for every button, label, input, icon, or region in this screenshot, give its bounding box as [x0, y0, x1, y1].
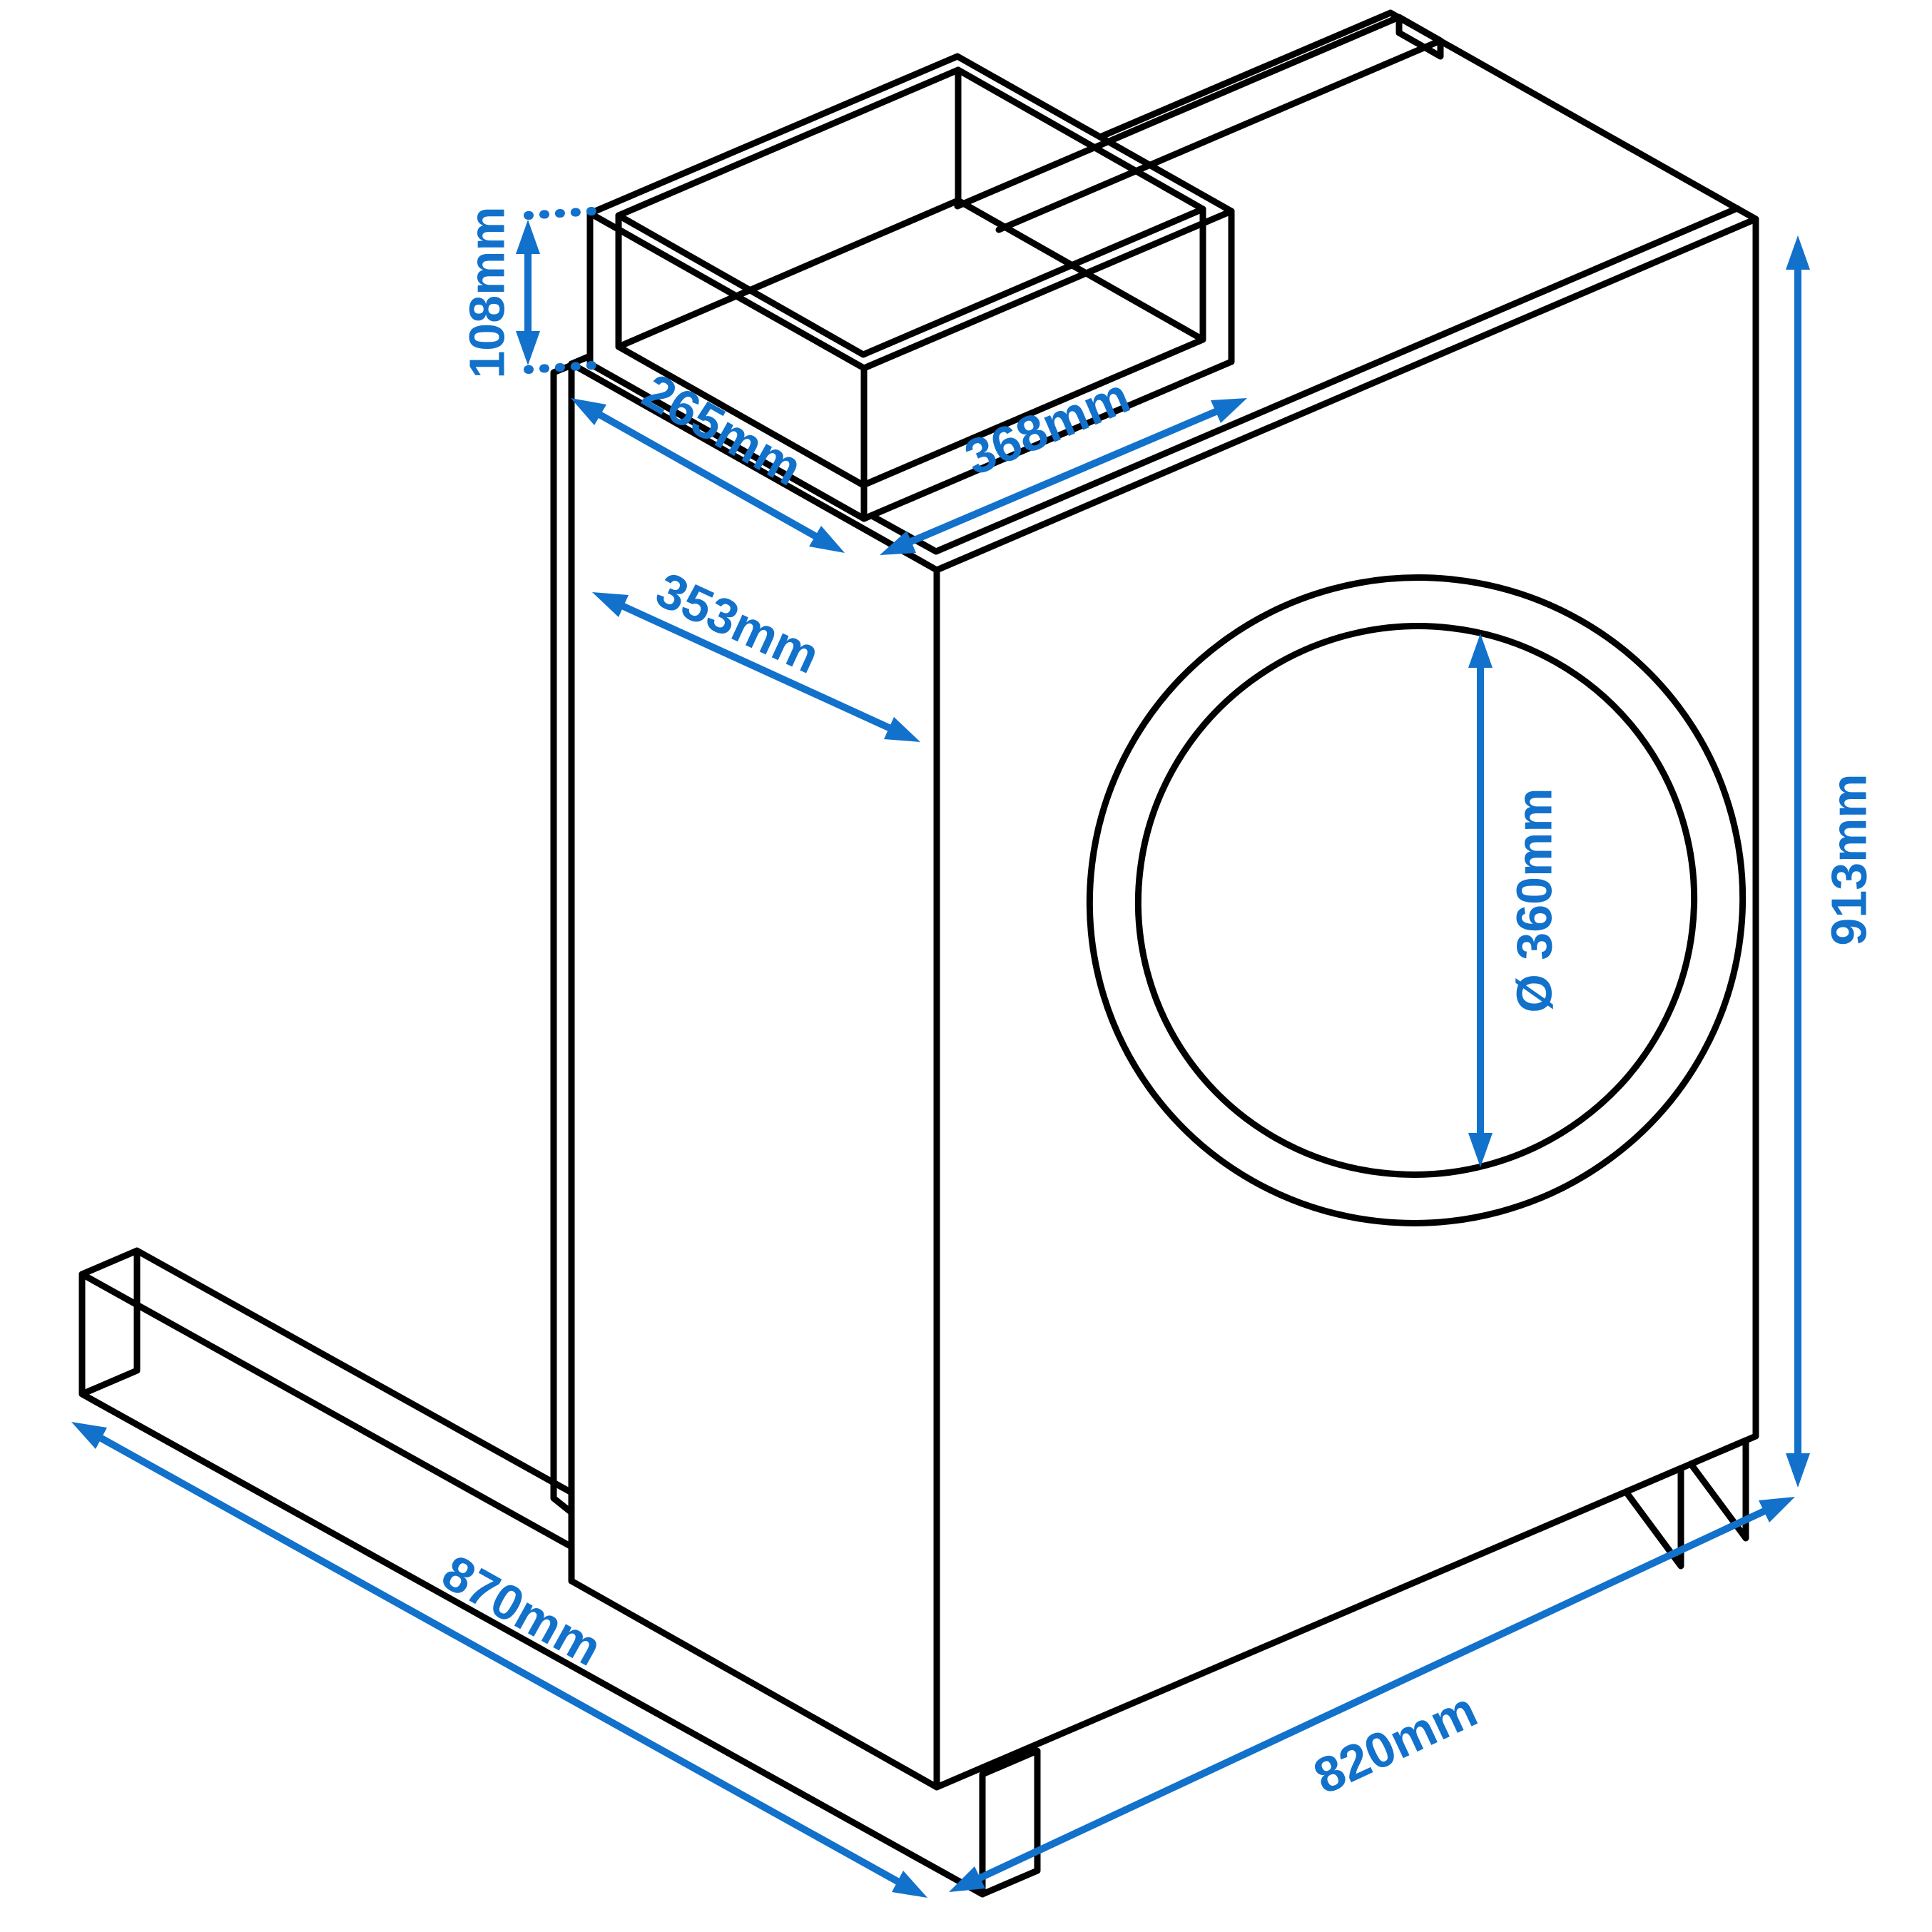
dimension-line: [620, 603, 893, 731]
left-skid-rail: [78, 1247, 986, 1898]
arrow-downleft-icon: [880, 531, 916, 555]
dimension-line: [977, 1508, 1768, 1881]
foot-bracket-1: [1622, 1465, 1684, 1570]
skid-rail-front-end: [979, 1747, 1041, 1898]
arrow-downright-icon: [892, 1871, 927, 1898]
dim-inlet-duct-depth: 265mm: [571, 363, 845, 553]
arrow-downright-icon: [809, 526, 845, 553]
dimension-line: [597, 412, 818, 539]
dim-label: Ø 360mm: [1506, 788, 1562, 1012]
dim-label: 265mm: [634, 363, 811, 497]
dim-skid-rail-length: 870mm: [71, 1422, 927, 1898]
back-flange-strip: [954, 14, 1444, 233]
arrow-upright-icon: [1211, 398, 1247, 423]
dim-inlet-duct-height: 108mm: [459, 206, 596, 379]
arrow-upleft-icon: [71, 1422, 107, 1449]
foot-bracket-2: [1687, 1437, 1749, 1542]
fan-unit-outline: [78, 9, 1759, 1898]
arrow-down-icon: [1468, 1133, 1493, 1167]
arrow-upleft-icon: [571, 398, 606, 425]
dim-label: 870mm: [433, 1544, 611, 1676]
dim-label: 913mm: [1821, 773, 1876, 945]
arrow-up-icon: [1786, 235, 1810, 270]
extension-leader: [524, 207, 596, 374]
arrow-up-icon: [1468, 634, 1493, 668]
top-seam-lines: [868, 205, 1741, 555]
outlet-collar-outer: [1086, 574, 1747, 1226]
dim-cabinet-depth: 353mm: [592, 561, 920, 742]
arrow-downleft-icon: [949, 1866, 985, 1892]
dim-outlet-diameter: Ø 360mm: [1468, 634, 1562, 1167]
inlet-duct-edges: [586, 208, 1235, 522]
outlet-collar-inner: [1134, 623, 1698, 1178]
arrow-upleft-icon: [592, 592, 629, 617]
dim-label: 108mm: [459, 206, 514, 378]
dim-cabinet-height: 913mm: [1786, 235, 1876, 1488]
arrow-down-icon: [516, 331, 540, 365]
dimension-line: [907, 408, 1219, 545]
dim-cabinet-width: 820mm: [949, 1497, 1795, 1892]
arrow-down-icon: [1786, 1453, 1810, 1488]
arrow-downright-icon: [884, 717, 920, 742]
arrow-up-icon: [516, 220, 540, 254]
dimension-line: [98, 1435, 901, 1885]
main-cabinet-edges: [568, 215, 1759, 1791]
dim-label: 353mm: [648, 561, 828, 684]
dim-label: 368mm: [957, 367, 1138, 486]
inlet-duct-interior: [615, 66, 1206, 489]
dim-label: 820mm: [1306, 1682, 1485, 1805]
arrow-upright-icon: [1759, 1497, 1795, 1522]
